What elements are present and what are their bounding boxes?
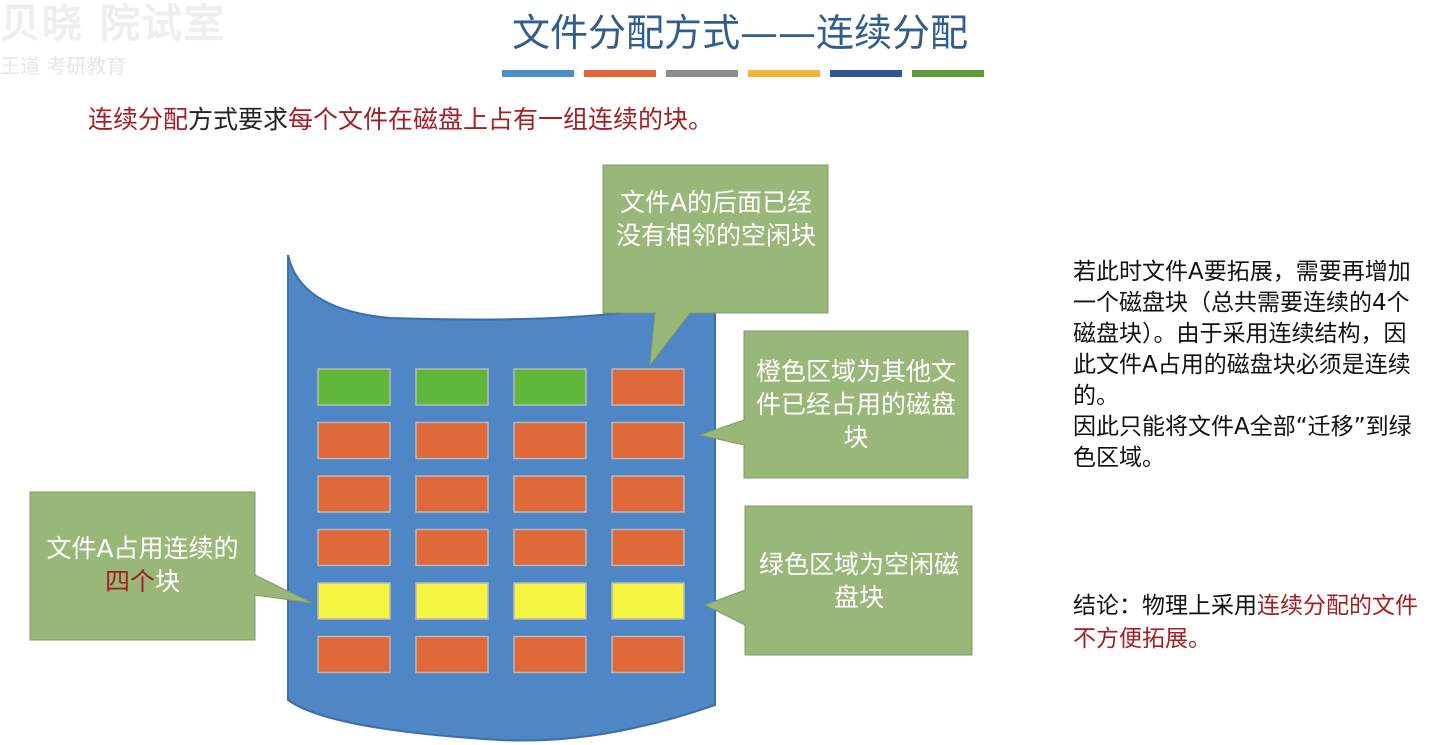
conclusion-text: 结论：物理上采用连续分配的文件不方便拓展。 (1073, 590, 1428, 656)
intro-highlight-rule: 每个文件在磁盘上占有一组连续的块。 (288, 105, 714, 134)
disk-block-used (415, 475, 489, 513)
disk-block-fileA (611, 582, 685, 620)
callout-left-text: 文件A占用连续的四个块 (40, 532, 245, 598)
disk-block-used (611, 421, 685, 460)
title-color-bar (830, 70, 902, 77)
disk-block-used (415, 421, 489, 460)
title-color-bar (584, 70, 656, 77)
disk-block-fileA (317, 582, 391, 620)
watermark-logo: 贝晓 院试室 (0, 1, 226, 47)
disk-block-used (513, 528, 587, 567)
disk-block-used (611, 528, 685, 567)
callout-left-text-part2: 块 (155, 567, 181, 596)
callout-green-text: 绿色区域为空闲磁盘块 (758, 550, 959, 612)
intro-text: 连续分配方式要求每个文件在磁盘上占有一组连续的块。 (88, 103, 713, 137)
disk-block-grid (317, 368, 685, 674)
conclusion-highlight: 连续分配的文件不方便拓展。 (1073, 593, 1418, 652)
callout-orange-text: 橙色区域为其他文件已经占用的磁盘块 (755, 357, 956, 452)
title-color-bar (666, 70, 738, 77)
disk-block-free (513, 368, 587, 406)
title-color-bar (502, 70, 574, 77)
disk-block-fileA (415, 582, 489, 620)
disk-block-used (611, 368, 685, 406)
explanation-text: 若此时文件A要拓展，需要再增加一个磁盘块（总共需要连续的4个磁盘块）。由于采用连… (1073, 257, 1428, 474)
disk-block-free (415, 368, 489, 406)
disk-block-used (317, 528, 391, 567)
disk-block-used (513, 635, 587, 674)
callout-left-text-part1: 文件A占用连续的 (46, 534, 239, 563)
callout-left-shape (29, 491, 313, 641)
watermark-subtitle: 王道 考研教育 (0, 54, 127, 78)
explanation-paragraph-2: 因此只能将文件A全部“迁移”到绿色区域。 (1073, 414, 1412, 471)
disk-block-used (317, 475, 391, 513)
conclusion-label: 结论：物理上采用 (1073, 593, 1257, 619)
callout-green-shape (703, 505, 973, 656)
intro-highlight-method: 连续分配 (88, 105, 189, 134)
callout-left-highlight: 四个 (104, 567, 155, 596)
disk-block-used (317, 421, 391, 460)
intro-plain: 方式要求 (188, 105, 289, 134)
callout-top-shape (602, 164, 829, 367)
title-color-bar (748, 70, 820, 77)
disk-block-fileA (513, 582, 587, 620)
title-color-bar (912, 70, 984, 77)
disk-block-used (611, 635, 685, 674)
slide-title: 文件分配方式——连续分配 (511, 11, 968, 55)
disk-block-used (513, 475, 587, 513)
disk-block-used (415, 635, 489, 674)
disk-block-used (611, 475, 685, 513)
disk-cylinder (287, 254, 716, 742)
callout-top-text: 文件A的后面已经没有相邻的空闲块 (615, 188, 816, 250)
disk-block-free (317, 368, 391, 406)
disk-block-used (513, 421, 587, 460)
callout-orange-shape (698, 330, 969, 479)
disk-block-used (317, 635, 391, 674)
explanation-paragraph-1: 若此时文件A要拓展，需要再增加一个磁盘块（总共需要连续的4个磁盘块）。由于采用连… (1073, 259, 1411, 409)
disk-block-used (415, 528, 489, 567)
